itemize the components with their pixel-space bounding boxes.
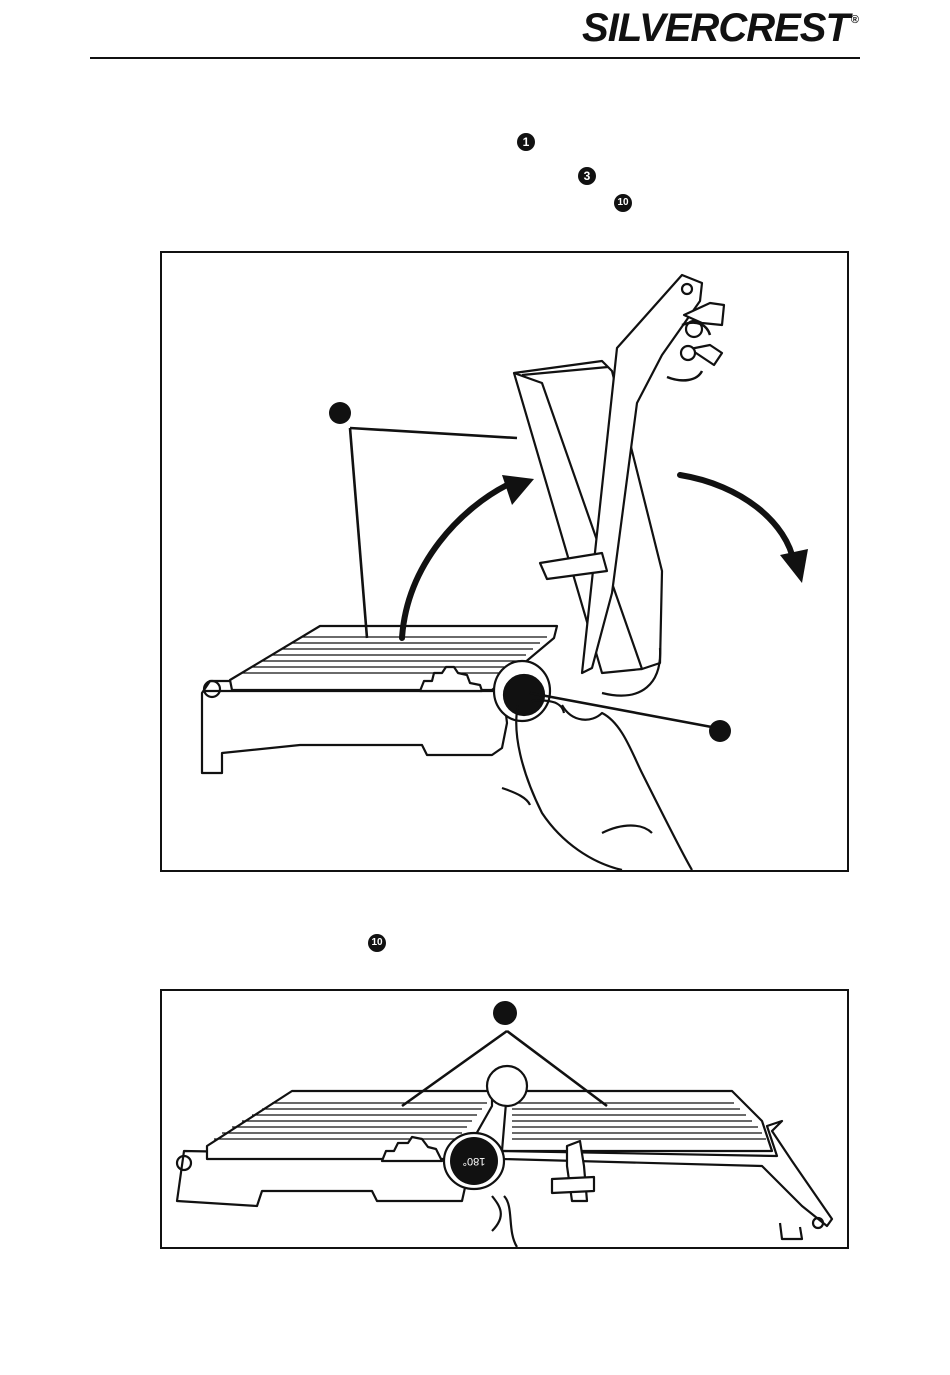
marker-1: 1: [517, 133, 535, 151]
callout-dot-top: [329, 402, 351, 424]
figure-grill-open-flat: 180°: [160, 989, 849, 1249]
marker-10-bottom: 10: [368, 934, 386, 952]
figure-grill-opening: [160, 251, 849, 872]
callout-dot-dial: [709, 720, 731, 742]
arrow-head-left: [502, 475, 534, 505]
registered-mark: ®: [851, 14, 858, 26]
brand-logo: SILVERCREST®: [582, 6, 858, 51]
grill-flat-illustration: 180°: [162, 991, 847, 1247]
marker-10-top: 10: [614, 194, 632, 212]
header-rule: [90, 57, 860, 59]
grill-opening-illustration: [162, 253, 847, 870]
arrow-head-right: [780, 549, 808, 583]
marker-3: 3: [578, 167, 596, 185]
dial-label: 180°: [463, 1155, 486, 1167]
brand-text: SILVERCREST: [582, 6, 849, 50]
callout-dot-plates: [493, 1001, 517, 1025]
